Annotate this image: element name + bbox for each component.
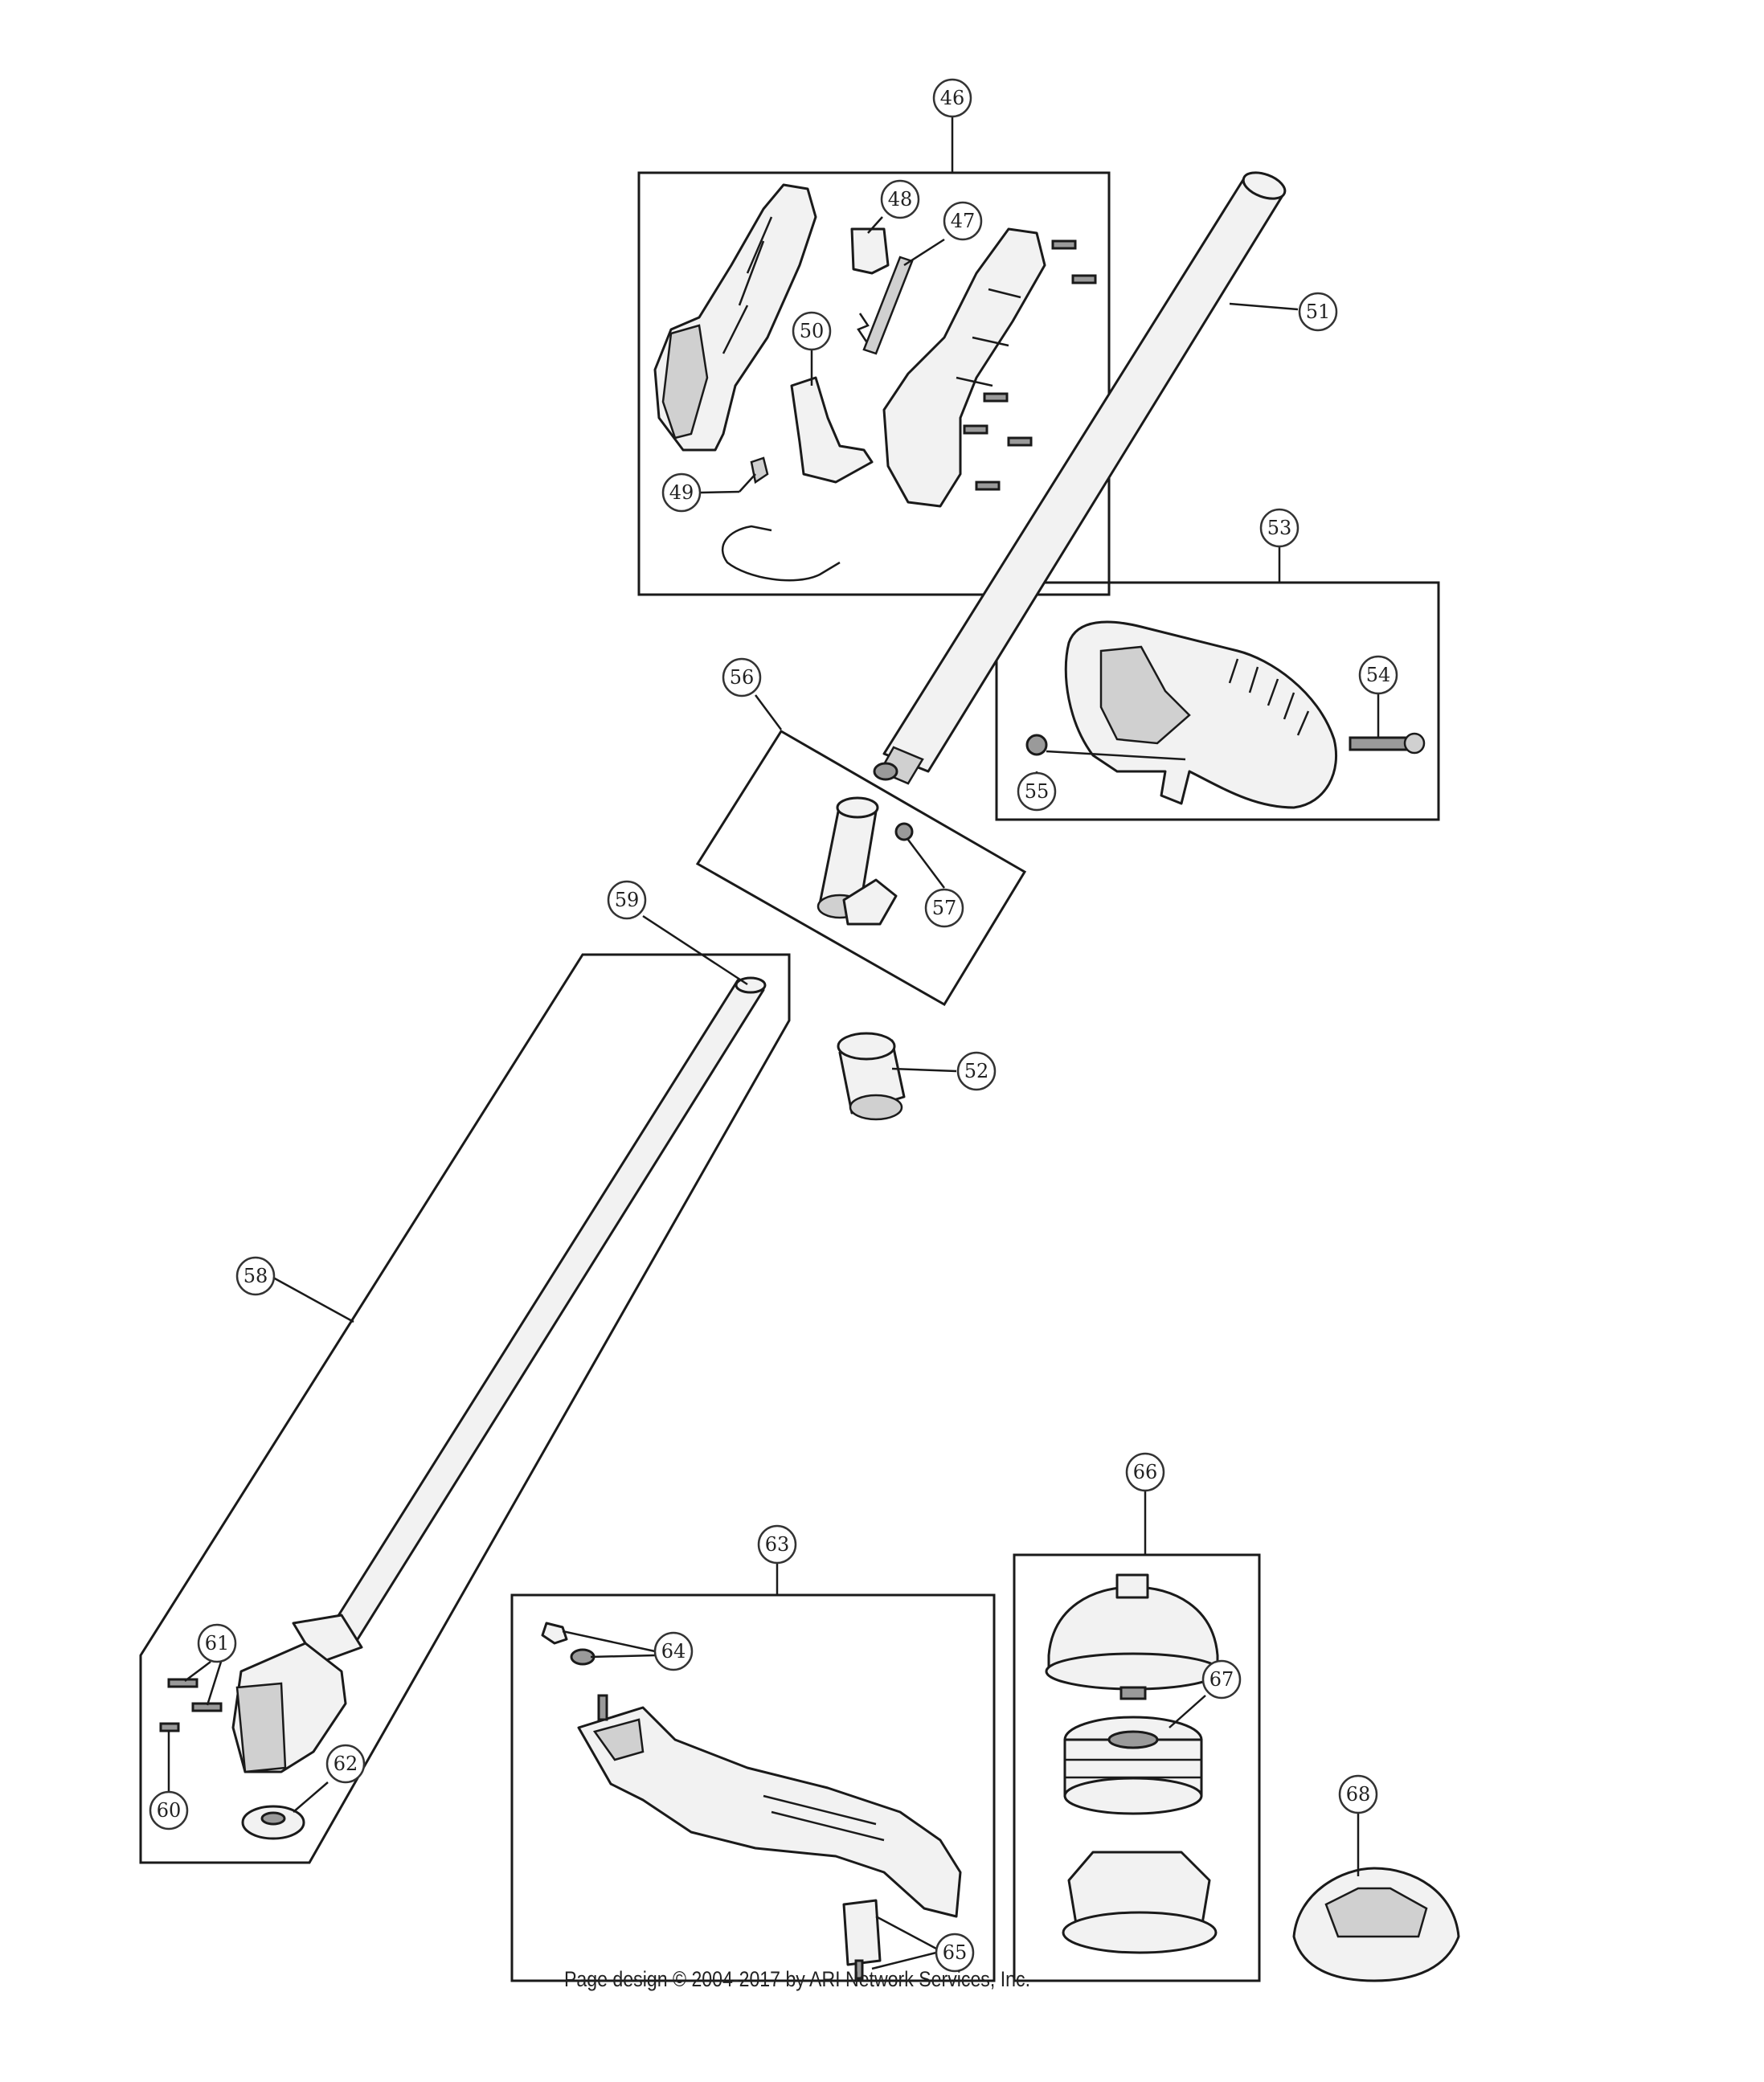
svg-text:52: 52 — [964, 1060, 989, 1082]
callout-48: 48 — [880, 179, 920, 219]
callout-52: 52 — [956, 1051, 997, 1091]
spool-part-67 — [1063, 1716, 1203, 1815]
handle-housing-right-part — [882, 227, 1046, 508]
spool-cap-part-66 — [1045, 1573, 1222, 1700]
svg-text:49: 49 — [669, 481, 694, 504]
callout-53: 53 — [1259, 508, 1299, 548]
svg-text:60: 60 — [157, 1799, 182, 1822]
svg-text:65: 65 — [943, 1941, 968, 1964]
group-box-53 — [995, 581, 1440, 821]
svg-text:57: 57 — [932, 897, 957, 919]
svg-text:46: 46 — [940, 87, 965, 109]
washer-part-62 — [241, 1805, 305, 1840]
switch-part-48 — [850, 227, 890, 275]
group-box-63 — [510, 1593, 996, 1982]
svg-text:68: 68 — [1346, 1783, 1371, 1806]
callout-47: 47 — [943, 201, 983, 241]
nut-part-55 — [1025, 734, 1048, 756]
svg-text:62: 62 — [334, 1753, 358, 1775]
lower-shaft-part-58 — [329, 976, 767, 1641]
spring-part-49 — [750, 456, 769, 485]
callout-58: 58 — [235, 1256, 276, 1296]
svg-text:59: 59 — [615, 889, 640, 911]
svg-text:67: 67 — [1209, 1668, 1234, 1691]
copyright-text: Page design © 2004-2017 by ARI Network S… — [564, 1967, 1030, 1991]
svg-text:53: 53 — [1267, 517, 1292, 539]
group-box-66 — [1013, 1553, 1261, 1982]
callout-63: 63 — [757, 1524, 797, 1565]
callout-51: 51 — [1298, 292, 1338, 332]
wing-nut-part-64 — [541, 1622, 608, 1721]
svg-text:58: 58 — [244, 1265, 268, 1287]
group-box-46 — [637, 171, 1111, 596]
assist-handle-part-53 — [1064, 620, 1338, 809]
svg-text:66: 66 — [1133, 1461, 1158, 1483]
callout-62: 62 — [325, 1744, 366, 1784]
svg-text:47: 47 — [951, 210, 976, 232]
callout-49: 49 — [661, 472, 702, 513]
line-cutter-part-65 — [842, 1899, 882, 1980]
svg-text:61: 61 — [205, 1632, 230, 1655]
svg-text:50: 50 — [800, 320, 825, 342]
bolt-part-54 — [1349, 732, 1426, 755]
handle-housing-left-part — [653, 183, 817, 452]
callout-59: 59 — [607, 880, 647, 920]
upper-shaft-part-51 — [873, 171, 1287, 785]
callout-56: 56 — [722, 657, 762, 697]
callout-46: 46 — [932, 78, 972, 118]
svg-text:56: 56 — [730, 666, 755, 689]
callout-57: 57 — [924, 888, 964, 928]
callout-67: 67 — [1201, 1659, 1242, 1700]
callout-68: 68 — [1338, 1774, 1378, 1814]
group-box-56 — [695, 729, 1027, 1007]
callout-65: 65 — [935, 1933, 975, 1973]
trigger-part-50 — [790, 376, 874, 484]
svg-text:51: 51 — [1306, 301, 1331, 323]
bump-knob-part-68 — [1292, 1867, 1460, 1982]
callout-66: 66 — [1125, 1452, 1165, 1492]
leader-lines — [167, 117, 1380, 1970]
callout-54: 54 — [1358, 655, 1398, 695]
knob-part-57 — [894, 822, 914, 841]
screws-group-46 — [963, 239, 1097, 491]
spring-part-47 — [857, 256, 914, 355]
svg-text:54: 54 — [1366, 664, 1391, 686]
gear-head-part — [231, 1642, 347, 1773]
svg-text:63: 63 — [765, 1533, 790, 1556]
pin-part-60 — [159, 1722, 180, 1732]
sleeve-part-52 — [837, 1032, 906, 1121]
spool-housing-part — [1062, 1851, 1218, 1954]
guard-part-63 — [577, 1706, 962, 1918]
retaining-clip-part — [722, 525, 841, 582]
svg-text:64: 64 — [661, 1640, 686, 1663]
group-box-58 — [139, 953, 791, 1864]
coupler-part-56 — [817, 796, 898, 926]
svg-text:55: 55 — [1025, 780, 1050, 803]
callout-55: 55 — [1017, 771, 1057, 812]
callout-64: 64 — [653, 1631, 694, 1671]
callout-61: 61 — [197, 1623, 237, 1663]
callout-60: 60 — [149, 1790, 189, 1830]
svg-text:48: 48 — [888, 188, 913, 211]
callout-50: 50 — [792, 311, 832, 351]
